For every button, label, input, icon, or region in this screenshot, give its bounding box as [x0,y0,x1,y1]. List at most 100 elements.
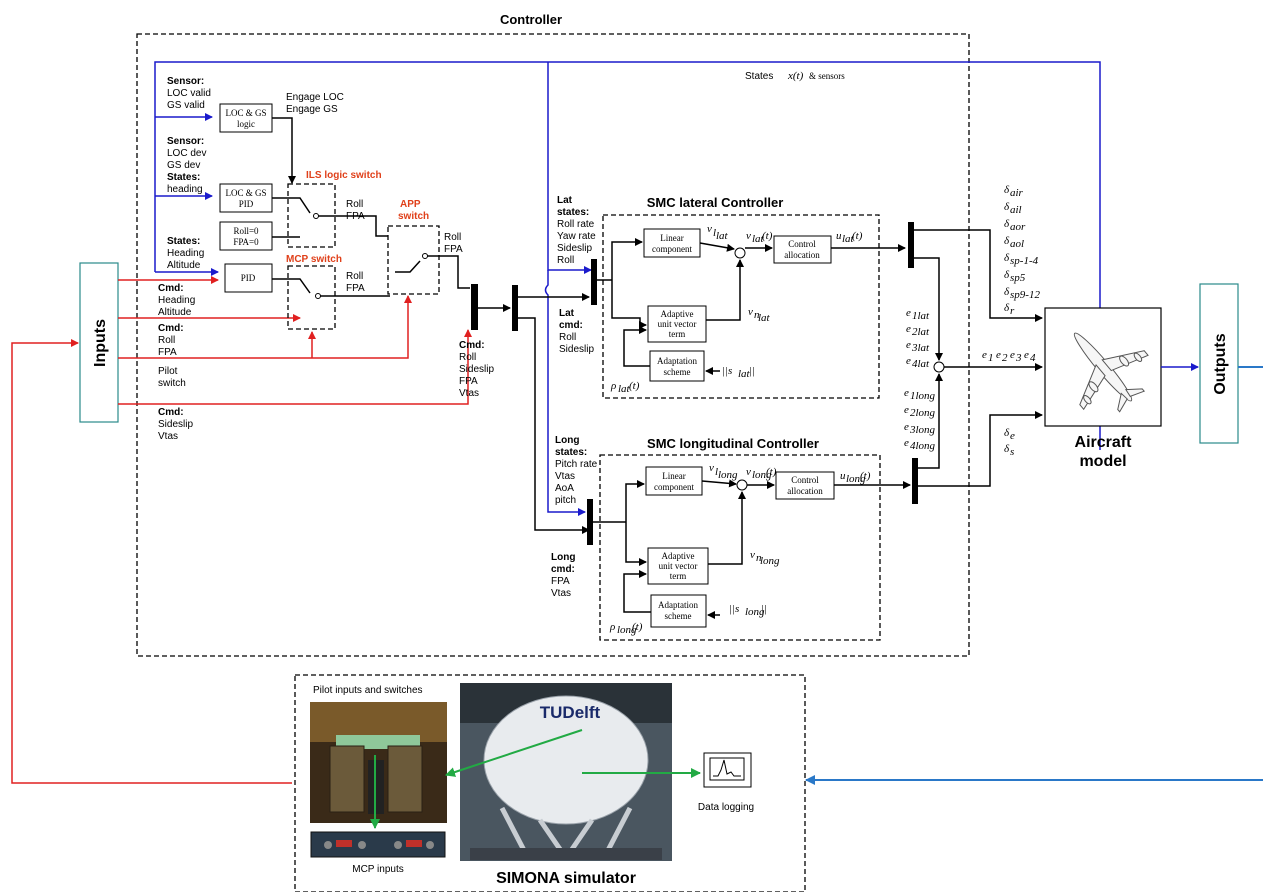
svg-text:allocation: allocation [784,250,820,260]
svg-text:Roll=0: Roll=0 [233,226,259,236]
svg-text:v: v [750,549,755,561]
long-states-label: Long states: Pitch rate Vtas AoA pitch [555,435,598,506]
svg-text:switch: switch [398,211,429,222]
long-delta-wire [918,415,1042,486]
svg-text:ail: ail [1010,204,1022,216]
svg-text:GS dev: GS dev [167,160,200,171]
svg-text:Cmd:: Cmd: [158,407,184,418]
svg-text:Cmd:: Cmd: [459,340,485,351]
svg-text:Vtas: Vtas [555,471,575,482]
lat-rho-label: ρ lat (t) [610,380,640,395]
long-v-label: v long (t) [746,466,777,481]
svg-text:4lat: 4lat [912,358,930,370]
svg-text:model: model [1079,453,1126,470]
demux [512,285,518,331]
svg-text:Linear: Linear [660,233,683,243]
e-summer [934,362,944,372]
svg-text:Engage LOC: Engage LOC [286,92,344,103]
svg-text:lat: lat [758,312,771,324]
svg-text:scheme: scheme [664,367,691,377]
svg-text:Sideslip: Sideslip [158,419,193,430]
svg-text:e: e [906,339,911,351]
lat-output-mux [908,222,914,268]
svg-text:Vtas: Vtas [158,431,178,442]
svg-text:States:: States: [167,236,200,247]
svg-text:Long: Long [551,552,575,563]
svg-text:Adaptation: Adaptation [657,356,697,366]
svg-text:1lat: 1lat [912,310,930,322]
long-output-mux [912,458,918,504]
svg-text:3: 3 [1015,352,1022,364]
svg-text:Sensor:: Sensor: [167,136,204,147]
data-logging-icon [704,753,751,787]
mcp-inputs-label: MCP inputs [352,864,404,875]
svg-text:aor: aor [1010,221,1026,233]
pilot-switch-label: Pilot switch [158,366,186,389]
svg-text:unit vector: unit vector [659,561,698,571]
smc-longitudinal-controller: SMC longitudinal Controller Linear compo… [587,436,910,640]
cmd-mux-label: Cmd: Roll Sideslip FPA Vtas [459,340,494,399]
simona-title: SIMONA simulator [496,870,636,887]
svg-text:FPA: FPA [459,376,478,387]
cmd-label-2: Cmd: Roll FPA [158,323,184,358]
svg-text:Long: Long [555,435,579,446]
states-label-1: States: heading [167,172,203,195]
lat-s-label: ||s lat || [722,365,755,380]
svg-text:s: s [1010,446,1014,458]
svg-text:SMC lateral Controller: SMC lateral Controller [647,195,784,210]
pid-block: PID [225,264,272,292]
pilot-inputs-label: Pilot inputs and switches [313,685,423,696]
svg-text:sp-1-4: sp-1-4 [1010,255,1039,267]
svg-text:2lat: 2lat [912,326,930,338]
svg-text:v: v [707,223,712,235]
svg-text:2long: 2long [910,407,936,419]
svg-text:Altitude: Altitude [158,307,192,318]
svg-text:States: States [745,71,773,82]
locgs-pid-block: LOC & GS PID [220,184,272,212]
svg-text:switch: switch [158,378,186,389]
svg-text:e: e [982,349,987,361]
app-switch-label: APP switch [398,199,429,222]
svg-text:Yaw rate: Yaw rate [557,231,596,242]
outputs-label: Outputs [1212,333,1229,394]
svg-text:Control: Control [791,475,819,485]
svg-text:e: e [904,404,909,416]
aircraft-model-block: Aircraft model [1043,306,1165,470]
svg-text:e: e [906,355,911,367]
roll-zero-block: Roll=0 FPA=0 [220,222,272,250]
svg-text:Linear: Linear [662,471,685,481]
svg-text:4long: 4long [910,440,936,452]
e-long-wire [918,374,939,468]
svg-text:Pilot: Pilot [158,366,178,377]
delta-long-labels: δe δs [1004,427,1015,458]
lat-states-label: Lat states: Roll rate Yaw rate Sideslip … [557,195,596,266]
svg-text:LOC valid: LOC valid [167,88,211,99]
long-u-label: u long (t) [840,470,871,485]
svg-text:PID: PID [239,199,254,209]
svg-text:Roll: Roll [559,332,576,343]
svg-text:FPA: FPA [346,211,365,222]
lat-u-label: u lat (t) [836,230,863,245]
lat-cmd-label: Lat cmd: Roll Sideslip [559,308,594,355]
svg-text:Vtas: Vtas [459,388,479,399]
ils-switch-label: ILS logic switch [306,170,382,181]
svg-text:e: e [1010,430,1015,442]
svg-text:scheme: scheme [665,611,692,621]
svg-text:v: v [746,230,751,242]
long-vn-label: v n long [750,549,780,567]
svg-text:Heading: Heading [167,248,204,259]
tudelft-logo: TUDelft [540,703,601,722]
svg-text:Sideslip: Sideslip [557,243,592,254]
engage-label: Engage LOC Engage GS [286,92,344,115]
svg-text:e: e [904,421,909,433]
svg-text:component: component [654,482,694,492]
svg-text:||: || [761,603,767,615]
svg-text:SMC longitudinal Controller: SMC longitudinal Controller [647,436,819,451]
svg-text:Lat: Lat [559,308,575,319]
svg-text:2: 2 [1002,352,1008,364]
svg-text:r: r [1010,305,1015,317]
data-logging-label: Data logging [698,802,754,813]
svg-text:Roll: Roll [346,199,363,210]
